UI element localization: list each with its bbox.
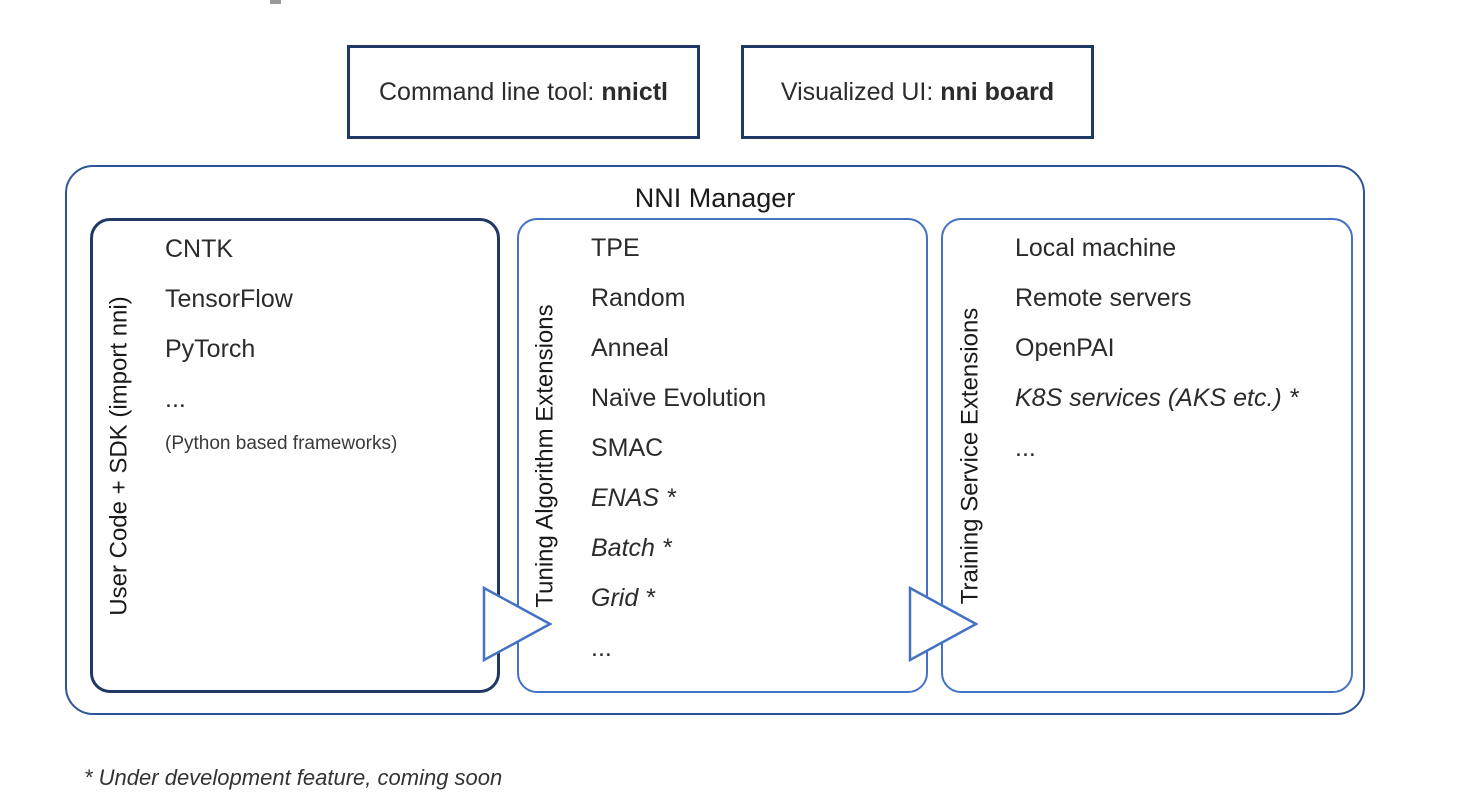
tuning-algorithm-side-label-text: Tuning Algorithm Extensions bbox=[532, 303, 559, 608]
list-item-ellipsis: ... bbox=[165, 384, 186, 413]
under-development-footnote: * Under development feature, coming soon bbox=[84, 765, 503, 790]
flow-arrow-icon bbox=[908, 585, 978, 663]
list-item: CNTK bbox=[165, 234, 234, 263]
user-code-sdk-items: CNTK TensorFlow PyTorch ... (Python base… bbox=[165, 224, 489, 464]
tuning-algorithm-items: TPE Random Anneal Naïve Evolution SMAC E… bbox=[591, 223, 918, 673]
command-line-tool-label: Command line tool: bbox=[379, 77, 602, 106]
list-item: TensorFlow bbox=[165, 284, 293, 313]
list-item: Random bbox=[591, 283, 686, 312]
tuning-algorithm-box: Tuning Algorithm Extensions TPE Random A… bbox=[517, 218, 928, 693]
user-code-sdk-box: User Code + SDK (import nni) CNTK Tensor… bbox=[90, 218, 500, 693]
frameworks-note: (Python based frameworks) bbox=[165, 433, 398, 454]
training-service-items: Local machine Remote servers OpenPAI K8S… bbox=[1015, 223, 1343, 473]
list-item: Local machine bbox=[1015, 233, 1177, 262]
list-item: OpenPAI bbox=[1015, 333, 1115, 362]
training-service-box: Training Service Extensions Local machin… bbox=[941, 218, 1353, 693]
list-item: PyTorch bbox=[165, 334, 256, 363]
list-item: SMAC bbox=[591, 433, 664, 462]
nni-board-label: nni board bbox=[940, 77, 1055, 106]
visualized-ui-label: Visualized UI: bbox=[780, 77, 941, 106]
screenshot-artifact bbox=[270, 0, 281, 4]
list-item-under-development: Batch * bbox=[591, 533, 672, 562]
list-item: Anneal bbox=[591, 333, 669, 362]
nni-manager-title: NNI Manager bbox=[634, 183, 796, 213]
user-code-sdk-side-label-text: User Code + SDK (import nni) bbox=[106, 295, 134, 616]
list-item: Remote servers bbox=[1015, 283, 1192, 312]
nnictl-label: nnictl bbox=[601, 77, 668, 106]
user-code-sdk-side-label: User Code + SDK (import nni) bbox=[93, 221, 147, 690]
list-item-ellipsis: ... bbox=[1015, 433, 1036, 462]
nni-manager-container bbox=[65, 165, 1365, 715]
flow-arrow-icon bbox=[482, 585, 552, 663]
list-item: TPE bbox=[591, 233, 640, 262]
list-item-under-development: ENAS * bbox=[591, 483, 676, 512]
visualized-ui-box: Visualized UI: nni board bbox=[741, 45, 1094, 139]
list-item-under-development: Grid * bbox=[591, 583, 655, 612]
list-item-ellipsis: ... bbox=[591, 633, 612, 662]
training-service-side-label-text: Training Service Extensions bbox=[956, 307, 984, 604]
list-item: Naïve Evolution bbox=[591, 383, 767, 412]
list-item-under-development: K8S services (AKS etc.) * bbox=[1015, 383, 1299, 412]
command-line-tool-box: Command line tool: nnictl bbox=[347, 45, 700, 139]
